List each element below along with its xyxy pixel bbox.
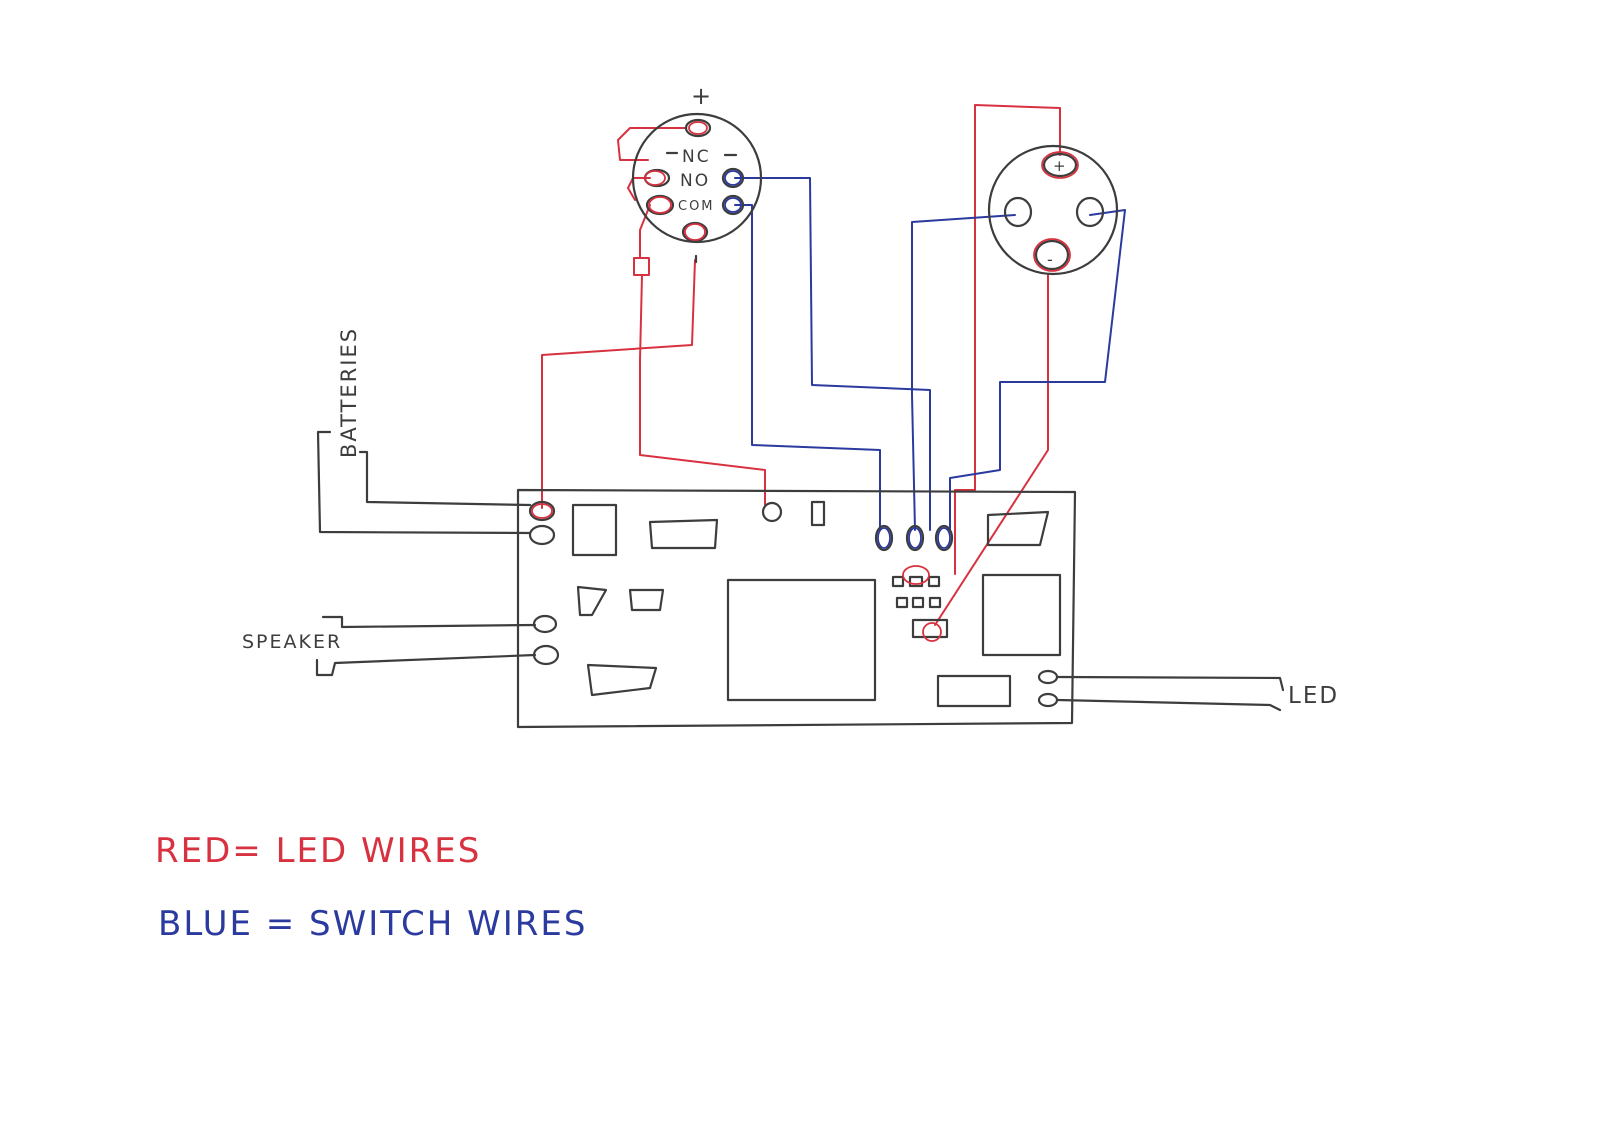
speaker-terminal-2 <box>532 644 560 666</box>
right-switch-left-terminal <box>1003 196 1033 228</box>
red-wire-no-loop <box>627 177 651 201</box>
board-top-pad <box>761 501 783 523</box>
smd-6 <box>928 596 942 609</box>
blue-wire-com <box>734 204 881 531</box>
left-switch-plus-terminal <box>684 118 712 138</box>
led-terminal-2 <box>1037 692 1059 708</box>
red-wire-nc-loop <box>617 127 686 161</box>
red-mark-right-minus <box>1033 238 1071 272</box>
left-switch-no-label: NO <box>680 171 710 191</box>
right-switch-minus-label: - <box>1047 250 1055 269</box>
chip-2 <box>648 518 719 550</box>
chip-9 <box>936 674 1012 708</box>
chip-1 <box>571 503 618 557</box>
blue-switch-wires <box>734 177 1126 531</box>
battery-terminal-1 <box>528 500 556 522</box>
speaker-terminal-1 <box>532 614 558 634</box>
battery-wire-1 <box>358 450 532 507</box>
smd-4 <box>895 596 909 609</box>
chip-4 <box>986 510 1050 547</box>
left-switch-com2-terminal <box>721 194 745 216</box>
circuit-board <box>516 488 1077 729</box>
speaker-wire-2 <box>315 653 537 677</box>
legend-blue: BLUE = SWITCH WIRES <box>158 904 588 944</box>
smd-5 <box>911 596 925 609</box>
left-switch-com-label: COM <box>678 199 715 214</box>
red-wire-minus-drop <box>541 259 696 509</box>
batteries-label: BATTERIES <box>337 327 361 458</box>
red-mark-battery <box>531 503 553 519</box>
red-mark-smd-7 <box>922 622 942 642</box>
graphite-drawing <box>315 112 1285 729</box>
led-wire-2 <box>1056 698 1282 712</box>
red-mark-plus <box>688 121 708 135</box>
switch-pad-2 <box>905 524 925 552</box>
switch-pad-1 <box>874 524 894 552</box>
led-terminal-1 <box>1037 669 1059 685</box>
chip-6 <box>628 588 665 612</box>
red-wire-com-drop <box>639 204 651 259</box>
speaker-label: SPEAKER <box>242 631 342 653</box>
legend-red: RED= LED WIRES <box>155 831 481 871</box>
blue-mark-pad-3 <box>937 527 951 549</box>
speaker-wire-1 <box>321 615 537 629</box>
smd-1 <box>891 575 905 588</box>
blue-mark-no <box>724 170 742 186</box>
left-switch-plus-label: + <box>691 82 713 110</box>
red-mark-right-plus <box>1041 151 1079 179</box>
smd-3 <box>927 575 941 588</box>
battery-terminal-2 <box>528 524 556 546</box>
chip-5 <box>576 585 608 617</box>
blue-wire-no <box>734 177 931 531</box>
chip-3 <box>810 500 826 527</box>
red-led-wires <box>541 104 1061 626</box>
red-mark-com <box>648 196 672 214</box>
blue-terminal-marks <box>724 170 951 549</box>
red-terminal-marks <box>531 121 1079 642</box>
main-chip <box>726 578 877 702</box>
switch-pad-3 <box>934 524 954 552</box>
led-wire-1 <box>1056 675 1285 692</box>
blue-wire-right-right <box>949 209 1126 531</box>
chip-8 <box>586 663 658 697</box>
right-switch-body <box>987 144 1119 276</box>
led-label: LED <box>1288 683 1339 709</box>
left-switch-no-terminal <box>721 167 745 189</box>
red-mark-minus <box>684 223 706 241</box>
left-switch-com-terminal <box>645 194 675 216</box>
labels: + NC NO COM + - BATTERIES SPEAKER LED RE… <box>155 82 1339 944</box>
blue-mark-pad-1 <box>877 527 891 549</box>
smd-2 <box>908 575 924 588</box>
right-switch-minus-terminal <box>1034 239 1070 271</box>
right-switch-plus-label: + <box>1053 157 1068 175</box>
left-switch-nc-label: NC <box>682 147 711 167</box>
inline-resistor <box>633 257 650 276</box>
blue-wire-right-left <box>911 214 1016 531</box>
red-wire-to-board-top <box>639 274 766 506</box>
left-switch-minus-terminal <box>681 221 709 243</box>
red-mark-smd <box>902 565 930 585</box>
left-switch-body <box>631 112 763 244</box>
right-switch-plus-terminal <box>1042 152 1078 178</box>
chip-7 <box>981 573 1062 657</box>
blue-mark-com <box>724 197 742 213</box>
red-wire-right-minus <box>934 274 1049 626</box>
red-mark-nc <box>644 170 666 186</box>
right-switch-right-terminal <box>1075 196 1105 228</box>
smd-7 <box>911 618 949 639</box>
battery-wire-2 <box>316 430 532 535</box>
red-wire-right-plus <box>954 104 1061 575</box>
blue-mark-pad-2 <box>908 527 922 549</box>
